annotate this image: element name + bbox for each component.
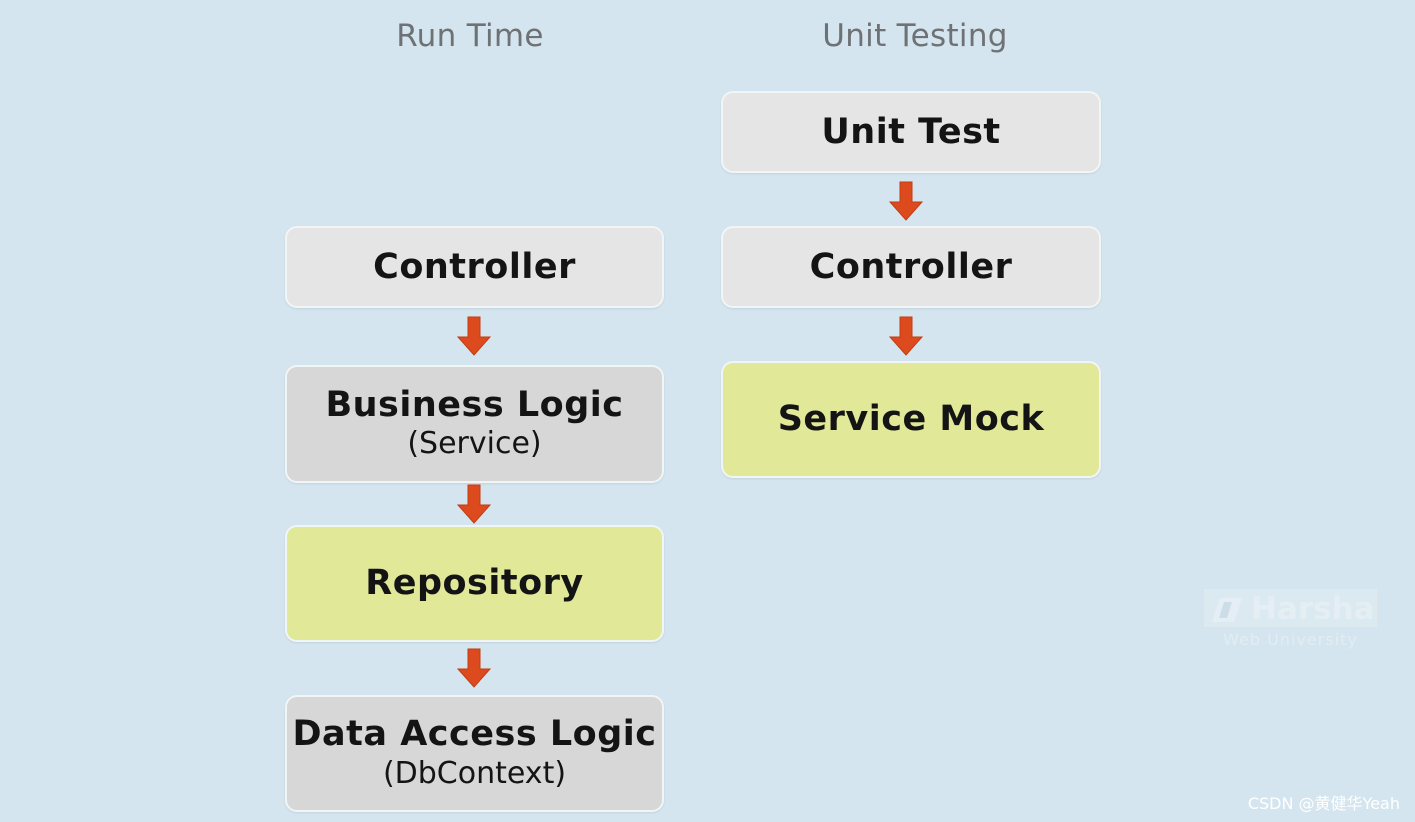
arrow-down-icon: [454, 316, 494, 356]
service-mock-box: Service Mock: [721, 361, 1101, 478]
data-access-logic-sub: (DbContext): [382, 755, 567, 791]
testing-controller-label: Controller: [809, 246, 1013, 287]
unit-testing-title: Unit Testing: [822, 18, 1008, 54]
logo-subtitle: Web University: [1223, 630, 1358, 649]
arrow-down-icon: [886, 181, 926, 221]
data-access-logic-label: Data Access Logic: [292, 714, 657, 755]
runtime-controller-label: Controller: [373, 246, 576, 287]
harsha-logo: Harsha Web University: [1204, 589, 1377, 651]
logo-name: Harsha: [1251, 591, 1375, 627]
logo-banner: Harsha: [1204, 589, 1377, 627]
harsha-logo-icon: [1212, 598, 1242, 622]
arrow-down-icon: [886, 316, 926, 356]
unit-test-box: Unit Test: [721, 91, 1101, 173]
service-mock-label: Service Mock: [777, 399, 1045, 440]
arrow-down-icon: [454, 648, 494, 688]
csdn-credit: CSDN @黄健华Yeah: [1247, 794, 1400, 813]
business-logic-sub: (Service): [407, 426, 542, 462]
repository-box: Repository: [285, 525, 664, 642]
business-logic-box: Business Logic (Service): [285, 365, 664, 483]
unit-test-label: Unit Test: [821, 111, 1001, 152]
run-time-title: Run Time: [396, 18, 544, 54]
arrow-down-icon: [454, 484, 494, 524]
business-logic-label: Business Logic: [325, 384, 624, 425]
testing-controller-box: Controller: [721, 226, 1101, 308]
runtime-controller-box: Controller: [285, 226, 664, 308]
data-access-logic-box: Data Access Logic (DbContext): [285, 695, 664, 812]
repository-label: Repository: [365, 563, 584, 604]
